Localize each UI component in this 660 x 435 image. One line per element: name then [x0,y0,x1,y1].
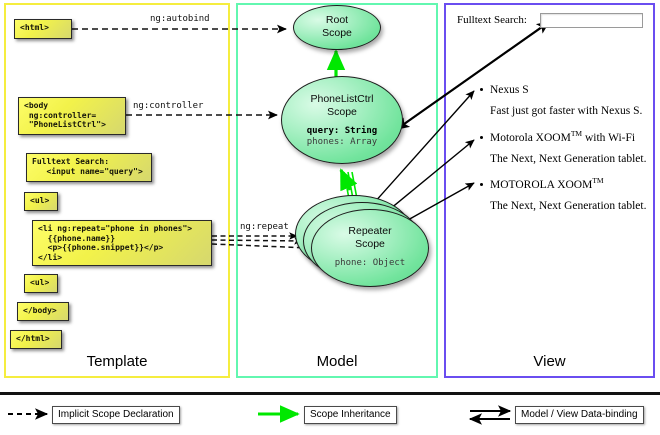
view-list-bullet [480,88,483,91]
scope-phonelistctrl[interactable]: PhoneListCtrl Scope query: String phones… [281,76,403,164]
code-box-body-open[interactable]: <body ng:controller= "PhoneListCtrl"> [18,97,126,135]
view-item-trademark-icon: TM [570,129,583,138]
scope-phonelistctrl-title-line2: Scope [327,106,357,118]
edge-label-ng-repeat: ng:repeat [240,222,289,232]
scope-repeater-title-line1: Repeater [348,225,392,237]
scope-root-title-line1: Root [325,14,349,26]
template-column-label: Template [86,353,148,370]
edge-label-ng-autobind: ng:autobind [150,14,210,24]
view-item-name: MOTOROLA XOOMTM [490,176,604,191]
view-list-bullet [480,183,483,186]
scope-repeater-prop-phone: phone: Object [334,258,406,268]
scope-phonelistctrl-title-line1: PhoneListCtrl [310,93,374,105]
code-box-li-repeat[interactable]: <li ng:repeat="phone in phones"> {{phone… [32,220,212,266]
view-item-trademark-icon: TM [592,176,604,185]
view-item-name: Motorola XOOMTM with Wi-Fi [490,129,635,144]
code-box-html-close[interactable]: </html> [10,330,62,349]
edge-label-ng-controller: ng:controller [133,101,204,111]
scope-root-title-line2: Scope [322,27,352,39]
view-item-snippet: The Next, Next Generation tablet. [490,153,647,165]
model-column-label: Model [316,353,358,370]
scope-phonelistctrl-prop-phones: phones: Array [306,137,378,147]
template-column: Template [4,3,230,378]
code-box-body-close[interactable]: </body> [17,302,69,321]
scope-repeater[interactable]: Repeater Scope phone: Object [311,209,429,287]
view-list-bullet [480,136,483,139]
view-search-label: Fulltext Search: [457,14,527,26]
model-column: Model [236,3,438,378]
legend-divider [0,392,660,395]
view-search-input[interactable] [540,13,643,28]
code-box-fulltext-search[interactable]: Fulltext Search: <input name="query"> [26,153,152,182]
legend-item-implicit-scope-declaration: Implicit Scope Declaration [52,406,180,424]
view-item-name-text: MOTOROLA XOOM [490,178,593,191]
scope-repeater-title-line2: Scope [355,238,385,250]
view-item-name-text: Motorola XOOM [490,131,571,144]
view-column-label: View [533,353,566,370]
view-item-snippet: The Next, Next Generation tablet. [490,200,647,212]
view-item-name: Nexus S [490,81,529,96]
view-item-snippet: Fast just got faster with Nexus S. [490,105,643,117]
legend-item-scope-inheritance: Scope Inheritance [304,406,397,424]
legend-item-model-view-data-binding: Model / View Data-binding [515,406,644,424]
scope-root[interactable]: Root Scope [293,5,381,50]
view-item-name-suffix: with Wi-Fi [582,131,636,144]
view-item-name-text: Nexus S [490,83,529,96]
code-box-html-open[interactable]: <html> [14,19,72,39]
scope-phonelistctrl-prop-query: query: String [306,126,378,136]
code-box-ul-close[interactable]: <ul> [24,274,58,293]
code-box-ul-open[interactable]: <ul> [24,192,58,211]
